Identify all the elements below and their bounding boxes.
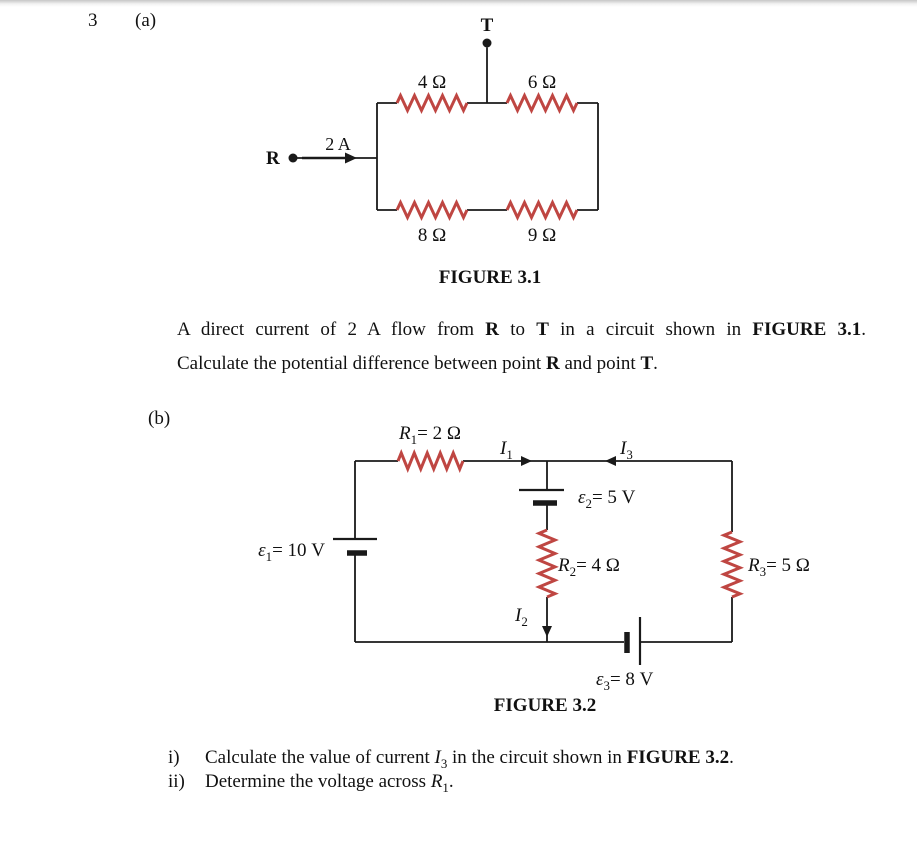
fig2-i2-label: I2 bbox=[515, 605, 528, 630]
fig2-e2-label: ε2= 5 V bbox=[578, 487, 635, 512]
qa-text: to bbox=[498, 319, 537, 340]
current-2a-arrowhead bbox=[345, 152, 357, 164]
e2-symbol: ε bbox=[578, 487, 586, 508]
resistor-r2 bbox=[535, 528, 559, 599]
current-i1-arrowhead bbox=[521, 456, 532, 466]
qb-figure-ref: FIGURE 3.2 bbox=[626, 747, 730, 768]
resistor-r3 bbox=[720, 530, 744, 599]
r3-value: = 5 Ω bbox=[766, 555, 810, 576]
resistor-8ohm bbox=[395, 198, 469, 222]
fig1-resistor-6ohm-label: 6 Ω bbox=[527, 72, 557, 93]
qb-text: Determine the voltage across bbox=[205, 771, 431, 792]
qb-r1-subscript: 1 bbox=[442, 779, 449, 795]
qb-item2-marker: ii) bbox=[168, 771, 185, 792]
question-number: 3 bbox=[88, 10, 98, 31]
current-i2-arrowhead bbox=[542, 626, 552, 637]
r1-subscript: 1 bbox=[410, 431, 418, 447]
r1-symbol: R bbox=[399, 423, 411, 444]
fig2-r2-label: R2= 4 Ω bbox=[558, 555, 620, 580]
fig1-resistor-9ohm-label: 9 Ω bbox=[527, 225, 557, 246]
fig1-point-r-label: R bbox=[266, 148, 280, 169]
figure-3-2-circuit bbox=[333, 449, 744, 665]
fig1-caption: FIGURE 3.1 bbox=[438, 267, 542, 288]
r2-value: = 4 Ω bbox=[576, 555, 620, 576]
qa-text: . bbox=[861, 319, 866, 340]
fig1-current-2a-label: 2 A bbox=[325, 134, 351, 154]
fig1-point-t-label: T bbox=[480, 15, 494, 36]
qb-item1-marker: i) bbox=[168, 747, 180, 768]
fig2-e1-label: ε1= 10 V bbox=[235, 540, 325, 565]
qa-point-r: R bbox=[485, 319, 499, 340]
e1-subscript: 1 bbox=[265, 548, 273, 564]
e3-symbol: ε bbox=[596, 669, 604, 690]
resistor-r1 bbox=[396, 449, 465, 473]
figure-3-1-circuit bbox=[288, 38, 599, 222]
qb-text: in the circuit shown in bbox=[447, 747, 627, 768]
qb-item1-text: Calculate the value of current I3 in the… bbox=[205, 747, 734, 771]
qa-point-t: T bbox=[640, 353, 654, 374]
resistor-9ohm bbox=[505, 198, 579, 222]
fig1-resistor-8ohm-label: 8 Ω bbox=[417, 225, 447, 246]
e1-symbol: ε bbox=[258, 540, 266, 561]
qb-text: . bbox=[448, 771, 454, 792]
e2-value: = 5 V bbox=[591, 487, 636, 508]
qb-item2-text: Determine the voltage across R1. bbox=[205, 771, 454, 795]
qa-figure-ref: FIGURE 3.1 bbox=[752, 319, 862, 340]
r3-subscript: 3 bbox=[759, 563, 767, 579]
qb-text: . bbox=[729, 747, 734, 768]
e3-value: = 8 V bbox=[609, 669, 654, 690]
fig1-resistor-4ohm-label: 4 Ω bbox=[417, 72, 447, 93]
part-b-label: (b) bbox=[148, 408, 171, 429]
question-a-line2: Calculate the potential difference betwe… bbox=[177, 347, 866, 381]
qa-point-r: R bbox=[545, 353, 560, 374]
question-a-text: A direct current of 2 A flow from R to T… bbox=[177, 313, 866, 381]
i2-subscript: 2 bbox=[521, 613, 528, 629]
question-a-line1: A direct current of 2 A flow from R to T… bbox=[177, 313, 866, 347]
fig2-r3-label: R3= 5 Ω bbox=[748, 555, 810, 580]
resistor-6ohm bbox=[505, 91, 579, 115]
r1-value: = 2 Ω bbox=[417, 423, 461, 444]
fig2-i3-label: I3 bbox=[620, 438, 633, 463]
terminal-t-dot bbox=[482, 38, 492, 48]
qb-r1-symbol: R bbox=[430, 771, 443, 792]
resistor-4ohm bbox=[395, 91, 469, 115]
part-a-label: (a) bbox=[135, 10, 157, 31]
i1-subscript: 1 bbox=[506, 446, 513, 462]
i3-subscript: 3 bbox=[626, 446, 633, 462]
qa-text: . bbox=[653, 353, 658, 374]
fig2-e3-label: ε3= 8 V bbox=[596, 669, 653, 694]
wire-loop-fig1 bbox=[297, 102, 599, 211]
fig2-caption: FIGURE 3.2 bbox=[493, 695, 597, 716]
e3-subscript: 3 bbox=[603, 677, 610, 693]
i1-symbol: I bbox=[500, 438, 507, 459]
current-i3-arrowhead bbox=[605, 456, 616, 466]
qa-text: in a circuit shown in bbox=[548, 319, 753, 340]
r3-symbol: R bbox=[748, 555, 760, 576]
qb-text: Calculate the value of current bbox=[205, 747, 435, 768]
e2-subscript: 2 bbox=[585, 495, 592, 511]
fig2-r1-label: R1= 2 Ω bbox=[399, 423, 461, 448]
qb-i3-subscript: 3 bbox=[440, 755, 448, 771]
qa-text: A direct current of 2 A flow from bbox=[177, 319, 486, 340]
terminal-r-dot bbox=[288, 153, 298, 163]
qb-i3-symbol: I bbox=[434, 747, 441, 768]
r2-symbol: R bbox=[558, 555, 570, 576]
r2-subscript: 2 bbox=[569, 563, 577, 579]
qa-point-t: T bbox=[536, 319, 549, 340]
qa-text: and point bbox=[559, 353, 641, 374]
i2-symbol: I bbox=[515, 605, 522, 626]
e1-value: = 10 V bbox=[272, 540, 325, 561]
i3-symbol: I bbox=[620, 438, 627, 459]
wire-loop-fig2 bbox=[354, 460, 733, 643]
qa-text: Calculate the potential difference betwe… bbox=[177, 353, 546, 374]
page-top-shadow bbox=[0, 0, 917, 7]
fig2-i1-label: I1 bbox=[500, 438, 513, 463]
